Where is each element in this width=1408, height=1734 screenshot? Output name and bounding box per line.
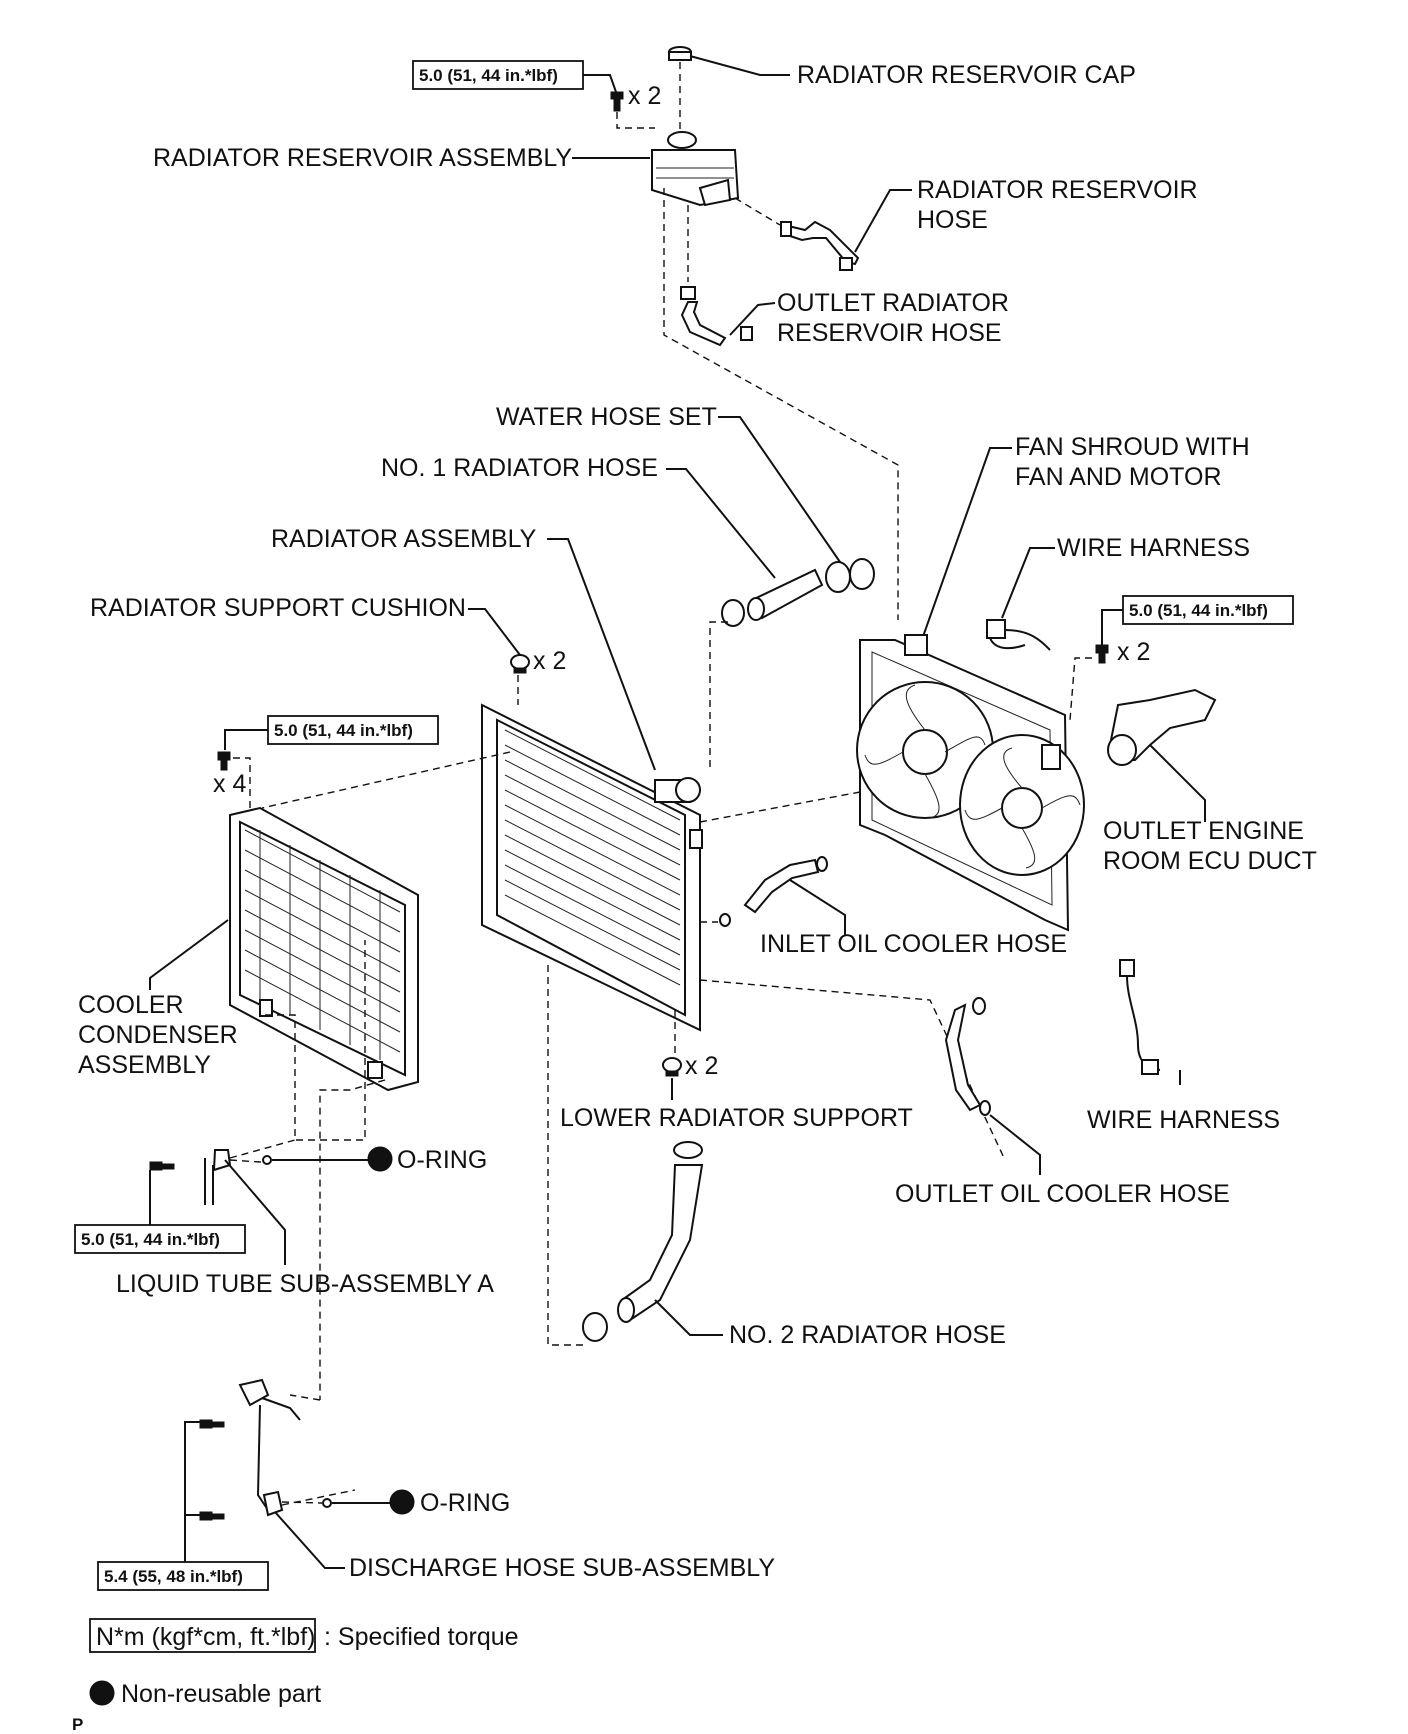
inlet-oil-cooler-hose-part xyxy=(719,856,828,927)
outlet-ecu-duct-label-1: OUTLET ENGINE xyxy=(1103,817,1304,845)
legend-non-reusable-icon xyxy=(89,1680,115,1706)
no2-radiator-hose-leader xyxy=(654,1299,723,1336)
fan-shroud-torque-box xyxy=(1122,595,1294,625)
support-cushion-leader xyxy=(468,608,521,656)
non-reusable-icon-1 xyxy=(367,1146,393,1172)
support-cushion-qty: x 2 xyxy=(533,647,566,675)
reservoir-cap-label: RADIATOR RESERVOIR CAP xyxy=(797,61,1136,89)
inlet-oil-cooler-hose-label: INLET OIL COOLER HOSE xyxy=(760,930,1067,958)
legend-torque-box xyxy=(89,1618,316,1653)
reservoir-cap-part xyxy=(668,46,692,61)
fan-shroud-label-1: FAN SHROUD WITH xyxy=(1015,433,1250,461)
lower-radiator-support-label: LOWER RADIATOR SUPPORT xyxy=(560,1104,913,1132)
outlet-oil-cooler-hose-part xyxy=(944,997,991,1116)
cooler-condenser-label-3: ASSEMBLY xyxy=(78,1051,211,1079)
reservoir-bolt-icon xyxy=(610,91,624,112)
fan-shroud-label-2: FAN AND MOTOR xyxy=(1015,463,1222,491)
outlet-reservoir-hose-label-2: RESERVOIR HOSE xyxy=(777,319,1002,347)
outlet-oil-cooler-hose-label: OUTLET OIL COOLER HOSE xyxy=(895,1180,1230,1208)
discharge-torque-box xyxy=(97,1561,269,1591)
radiator-assembly-leader xyxy=(547,538,656,771)
non-reusable-icon-2 xyxy=(389,1489,415,1515)
reservoir-torque-leader xyxy=(583,74,617,93)
no1-radiator-hose-label: NO. 1 RADIATOR HOSE xyxy=(381,454,658,482)
fan-shroud-torque-value: 5.0 (51, 44 in.*lbf) xyxy=(1129,601,1268,620)
o-ring-2-label: O-RING xyxy=(420,1489,510,1517)
liquid-tube-bolt-icon xyxy=(149,1161,175,1171)
reservoir-assembly-part xyxy=(651,131,740,207)
no1-radiator-hose-leader xyxy=(666,468,776,579)
radiator-assembly-label: RADIATOR ASSEMBLY xyxy=(271,525,537,553)
condenser-torque-box xyxy=(267,715,439,745)
support-cushion-icon xyxy=(510,654,530,674)
condenser-torque-leader xyxy=(224,729,268,750)
discharge-torque-leader xyxy=(184,1421,200,1562)
lower-support-qty: x 2 xyxy=(685,1052,718,1080)
discharge-torque-value: 5.4 (55, 48 in.*lbf) xyxy=(104,1567,243,1586)
legend-non-reusable-text: Non-reusable part xyxy=(121,1680,321,1708)
cooler-condenser-leader xyxy=(149,919,229,990)
liquid-tube-part xyxy=(204,1149,232,1205)
water-hose-clamp-right xyxy=(825,558,875,593)
wire-harness-top-label: WIRE HARNESS xyxy=(1057,534,1250,562)
reservoir-cap-leader xyxy=(689,55,790,76)
fan-bolt-icon xyxy=(1095,644,1109,664)
legend-torque-text: : Specified torque xyxy=(324,1623,519,1651)
water-hose-set-leader xyxy=(718,416,841,563)
reservoir-torque-value: 5.0 (51, 44 in.*lbf) xyxy=(419,66,558,85)
wire-harness-bottom-part xyxy=(1119,959,1161,1075)
fan-shroud-torque-leader xyxy=(1101,609,1123,648)
water-hose-clamp-left xyxy=(721,599,745,627)
reservoir-bolt-qty: x 2 xyxy=(628,82,661,110)
no1-radiator-hose-part xyxy=(747,568,824,621)
reservoir-assembly-label: RADIATOR RESERVOIR ASSEMBLY xyxy=(153,144,572,172)
liquid-tube-leader xyxy=(224,1159,286,1265)
support-cushion-label: RADIATOR SUPPORT CUSHION xyxy=(90,594,466,622)
outlet-ecu-duct-label-2: ROOM ECU DUCT xyxy=(1103,847,1317,875)
o-ring-1-label: O-RING xyxy=(397,1146,487,1174)
outlet-reservoir-hose-part xyxy=(680,286,753,347)
fan-shroud-part xyxy=(856,634,1085,932)
no2-radiator-hose-part xyxy=(582,1141,704,1342)
discharge-bolt-icon-top xyxy=(199,1419,225,1429)
corner-mark: P xyxy=(72,1715,83,1734)
condenser-torque-value: 5.0 (51, 44 in.*lbf) xyxy=(274,721,413,740)
liquid-tube-torque-box xyxy=(74,1224,246,1254)
reservoir-torque-box xyxy=(412,60,584,90)
wire-harness-top-leader xyxy=(1001,547,1055,619)
reservoir-hose-part xyxy=(780,220,860,271)
wire-harness-top-part xyxy=(986,619,1051,651)
condenser-bolt-qty: x 4 xyxy=(213,770,246,798)
o-ring-small-1 xyxy=(262,1155,272,1165)
discharge-hose-leader xyxy=(274,1511,345,1569)
lower-radiator-support-icon xyxy=(662,1057,682,1077)
liquid-tube-label: LIQUID TUBE SUB-ASSEMBLY A xyxy=(116,1270,494,1298)
cooler-condenser-part xyxy=(229,806,419,1092)
discharge-hose-label: DISCHARGE HOSE SUB-ASSEMBLY xyxy=(349,1554,775,1582)
water-hose-set-label: WATER HOSE SET xyxy=(496,403,717,431)
o-ring-small-2 xyxy=(322,1498,332,1508)
reservoir-hose-label-2: HOSE xyxy=(917,206,988,234)
reservoir-hose-label-1: RADIATOR RESERVOIR xyxy=(917,176,1198,204)
reservoir-hose-leader xyxy=(854,189,912,253)
outlet-ecu-duct-part xyxy=(1107,688,1217,766)
fan-bolt-qty: x 2 xyxy=(1117,638,1150,666)
wire-harness-bottom-label: WIRE HARNESS xyxy=(1087,1106,1280,1134)
cooler-condenser-label-2: CONDENSER xyxy=(78,1021,238,1049)
outlet-reservoir-hose-label-1: OUTLET RADIATOR xyxy=(777,289,1009,317)
cooler-condenser-label-1: COOLER xyxy=(78,991,184,1019)
condenser-bolt-icon xyxy=(217,751,231,771)
outlet-reservoir-hose-leader xyxy=(729,302,776,336)
discharge-hose-part xyxy=(238,1378,301,1517)
legend-torque-unit: N*m (kgf*cm, ft.*lbf) xyxy=(96,1623,315,1651)
outlet-ecu-duct-leader xyxy=(1149,744,1206,822)
no2-radiator-hose-label: NO. 2 RADIATOR HOSE xyxy=(729,1321,1006,1349)
outlet-oil-cooler-hose-leader xyxy=(989,1114,1041,1175)
liquid-tube-torque-value: 5.0 (51, 44 in.*lbf) xyxy=(81,1230,220,1249)
inlet-oil-cooler-hose-leader xyxy=(789,879,846,935)
discharge-bolt-icon-bottom xyxy=(199,1511,225,1521)
fan-shroud-leader xyxy=(919,447,1012,646)
radiator-assembly-part xyxy=(481,703,703,1032)
